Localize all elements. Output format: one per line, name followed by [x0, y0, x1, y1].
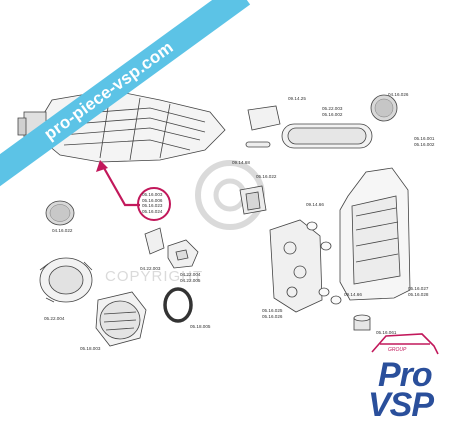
fog-lamp-bottom — [95, 291, 147, 347]
label-fog-lamp-bottom: 05.18.003 — [80, 346, 101, 351]
small-cap — [353, 314, 371, 331]
socket-box — [239, 185, 267, 215]
label-socket-box: 05.16.022 — [256, 174, 277, 179]
logo-vsp-text: VSP — [368, 386, 434, 424]
fog-lamp-left — [39, 257, 93, 303]
label-clip-ring: 05.18.005 — [190, 324, 211, 329]
label-bulb-lower: 09.14.66 — [344, 292, 362, 297]
clip-ring — [163, 287, 193, 323]
rear-ring — [370, 94, 398, 122]
small-bulb — [245, 141, 271, 148]
label-small-bulb: 09.14.68 — [232, 160, 250, 165]
bracket-parts — [144, 227, 199, 269]
copyright-watermark: COPYRIGHT — [105, 268, 204, 285]
label-bulb-mid: 09.14.66 — [306, 202, 324, 207]
label-rear-ring: 04.16.026 — [388, 92, 409, 97]
logo-car — [371, 333, 439, 355]
logo-group-text: GROUP — [388, 347, 407, 353]
label-small-cap: 05.16.061 — [376, 330, 397, 335]
plate-lamp — [247, 105, 373, 149]
logo-pro-text: Pro — [378, 356, 433, 394]
label-fog-ring-left: 04.16.022 — [52, 228, 73, 233]
label-fog-lamp-left: 05.22.004 — [44, 316, 65, 321]
fog-ring-left — [45, 200, 75, 226]
label-plate-lamp-top: 09.14.25 — [288, 96, 306, 101]
highlight-callout — [96, 160, 171, 221]
label-bracket: 04.22.003 — [140, 266, 161, 271]
taillight — [339, 167, 411, 301]
bulb-holder — [269, 219, 342, 313]
